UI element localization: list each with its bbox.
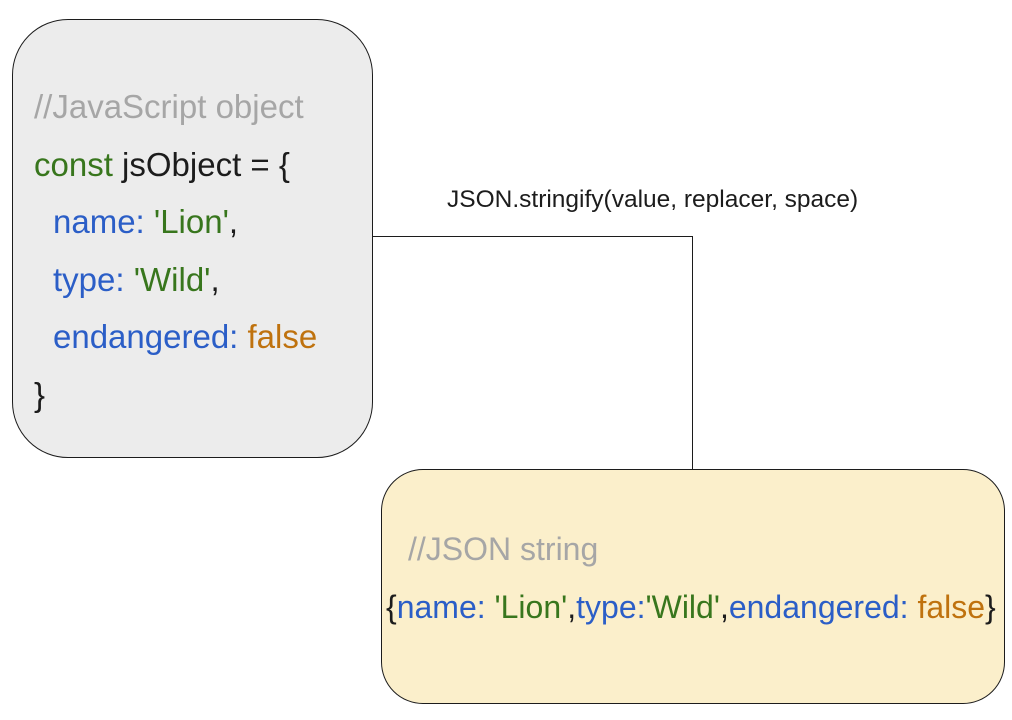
code-token: name: (396, 588, 486, 625)
code-token: 'Wild' (124, 260, 211, 298)
code-token: //JSON string (408, 531, 599, 567)
code-line: //JSON string (382, 521, 1000, 579)
code-token: , (719, 588, 729, 625)
code-token: , (228, 203, 239, 240)
code-token: , (210, 260, 220, 298)
code-token: } (34, 375, 46, 413)
code-token: const (34, 145, 113, 183)
code-line: //JavaScript object (34, 78, 364, 136)
code-line: name: 'Lion', (34, 193, 364, 251)
code-token: } (985, 588, 996, 625)
code-token: false (908, 588, 986, 625)
code-token: endangered: (53, 318, 239, 355)
connector-horizontal-line (372, 236, 692, 237)
code-line: endangered: false (34, 308, 364, 366)
code-line: {name: 'Lion',type:'Wild',endangered: fa… (382, 579, 1000, 637)
code-token: 'Wild' (645, 588, 720, 625)
code-token: name: (53, 203, 145, 240)
connector-vertical-line (691, 236, 693, 469)
code-token: , (567, 588, 577, 625)
code-line: type: 'Wild', (34, 251, 364, 309)
json-string-box: //JSON string{name: 'Lion',type:'Wild',e… (381, 469, 1005, 704)
code-token: endangered: (728, 588, 909, 625)
code-token: //JavaScript object (34, 88, 304, 125)
code-token: 'Lion' (144, 203, 229, 240)
code-token: jsObject = { (112, 145, 290, 183)
stringify-label: JSON.stringify(value, replacer, space) (447, 186, 859, 213)
code-line: const jsObject = { (34, 136, 364, 194)
code-token: type: (576, 588, 646, 625)
code-line: } (34, 366, 364, 424)
code-token: false (238, 318, 318, 355)
code-token: { (386, 588, 397, 625)
json-string-code: //JSON string{name: 'Lion',type:'Wild',e… (382, 521, 1000, 636)
code-token: 'Lion' (485, 588, 568, 625)
code-token: type: (53, 260, 125, 298)
